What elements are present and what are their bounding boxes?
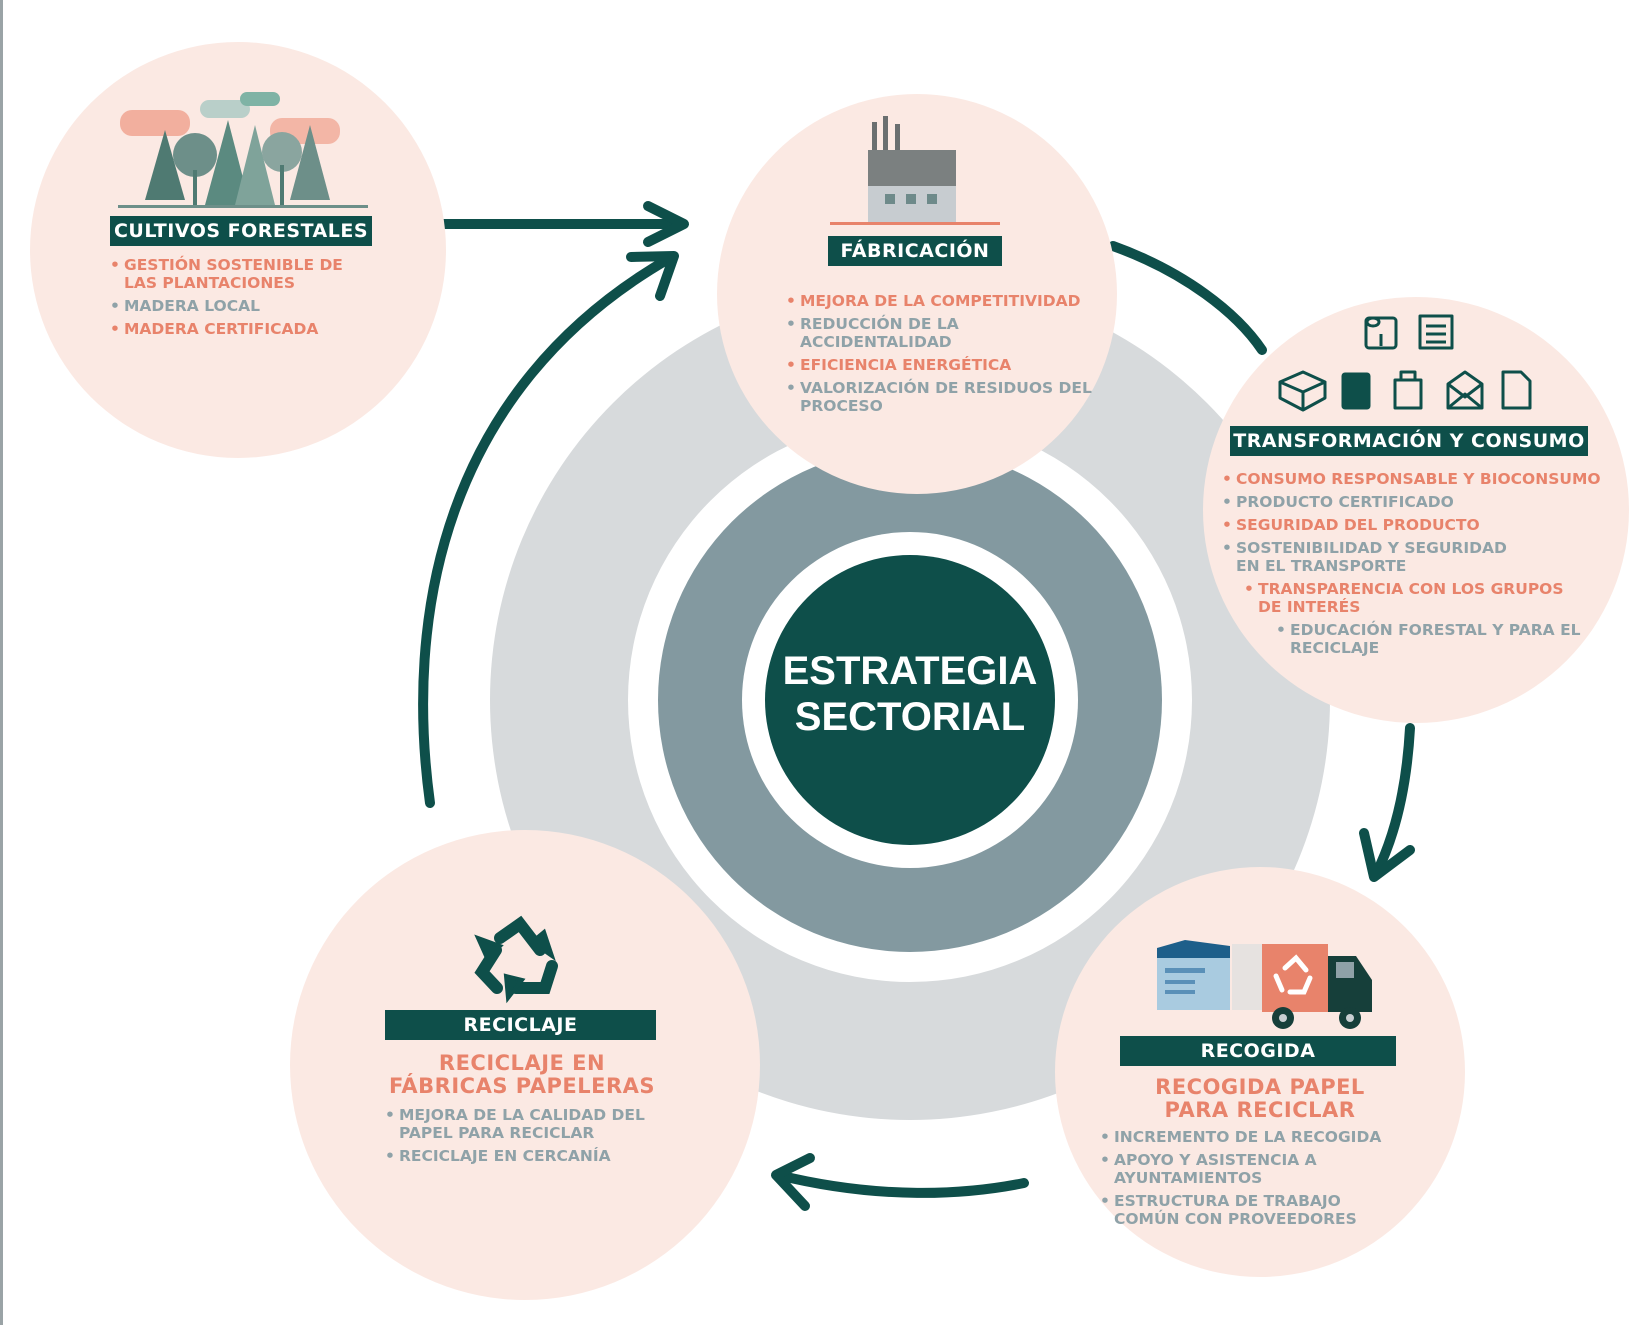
list-item: TRANSPARENCIA CON LOS GRUPOS DE INTERÉS	[1244, 580, 1588, 616]
subtitle-line: RECICLAJE EN	[438, 1051, 606, 1075]
label-recogida: RECOGIDA	[1120, 1036, 1396, 1066]
list-fabricacion: MEJORA DE LA COMPETITIVIDAD REDUCCIÓN DE…	[786, 292, 1096, 420]
label-fabricacion: FÁBRICACIÓN	[828, 236, 1002, 266]
node-reciclaje-circle	[290, 830, 760, 1300]
book-icon	[1341, 372, 1371, 410]
center-title-line: ESTRATEGIA	[782, 649, 1038, 693]
label-reciclaje: RECICLAJE	[385, 1010, 656, 1040]
recycle-icon	[474, 915, 558, 1004]
arrow-recogida-to-reciclaje	[771, 1153, 1029, 1211]
factory-icon	[830, 116, 1000, 225]
list-item: GESTIÓN SOSTENIBLE DE LAS PLANTACIONES	[110, 256, 370, 292]
sheet-icon	[1501, 370, 1532, 410]
arrow-reciclaje-to-fabricacion	[418, 251, 679, 808]
center-title: ESTRATEGIA SECTORIAL	[740, 648, 1080, 740]
list-item: REDUCCIÓN DE LA ACCIDENTALIDAD	[786, 315, 1096, 351]
center-title-line: SECTORIAL	[794, 695, 1026, 739]
list-item: SEGURIDAD DEL PRODUCTO	[1222, 516, 1612, 534]
list-item: RECICLAJE EN CERCANÍA	[385, 1147, 675, 1165]
list-item: PRODUCTO CERTIFICADO	[1222, 493, 1612, 511]
container-icon	[1157, 940, 1230, 1010]
toilet-paper-icon	[1364, 316, 1398, 350]
list-item: EFICIENCIA ENERGÉTICA	[786, 356, 1096, 374]
list-item: MEJORA DE LA COMPETITIVIDAD	[786, 292, 1096, 310]
subtitle-line: PARA RECICLAR	[1164, 1098, 1356, 1122]
label-cultivos: CULTIVOS FORESTALES	[110, 216, 372, 246]
arrow-fabricacion-to-transformacion	[1108, 241, 1267, 355]
box-icon	[1278, 370, 1327, 412]
center-disc	[765, 555, 1055, 845]
arrow-cultivos-to-fabricacion	[433, 201, 689, 247]
list-cultivos: GESTIÓN SOSTENIBLE DE LAS PLANTACIONES M…	[110, 256, 370, 343]
arrow-transformacion-to-recogida	[1359, 723, 1415, 882]
list-item: ESTRUCTURA DE TRABAJO COMÚN CON PROVEEDO…	[1100, 1192, 1384, 1228]
left-border	[0, 0, 3, 1325]
list-item: APOYO Y ASISTENCIA A AYUNTAMIENTOS	[1100, 1151, 1344, 1187]
list-item: MEJORA DE LA CALIDAD DEL PAPEL PARA RECI…	[385, 1106, 675, 1142]
list-reciclaje: MEJORA DE LA CALIDAD DEL PAPEL PARA RECI…	[385, 1106, 675, 1170]
newspaper-icon	[1418, 314, 1454, 350]
truck-icon	[1232, 944, 1372, 1029]
subtitle-line: FÁBRICAS PAPELERAS	[388, 1074, 655, 1098]
list-item: EDUCACIÓN FORESTAL Y PARA EL RECICLAJE	[1276, 621, 1590, 657]
list-transformacion: CONSUMO RESPONSABLE Y BIOCONSUMO PRODUCT…	[1222, 470, 1612, 662]
bag-icon	[1393, 370, 1423, 410]
list-item: SOSTENIBILIDAD Y SEGURIDAD EN EL TRANSPO…	[1222, 539, 1526, 575]
list-recogida: INCREMENTO DE LA RECOGIDA APOYO Y ASISTE…	[1100, 1128, 1420, 1233]
list-item: MADERA CERTIFICADA	[110, 320, 370, 338]
subtitle-recogida: RECOGIDA PAPEL PARA RECICLAR	[1110, 1076, 1410, 1122]
list-item: VALORIZACIÓN DE RESIDUOS DEL PROCESO	[786, 379, 1096, 415]
envelope-icon	[1446, 370, 1484, 410]
list-item: MADERA LOCAL	[110, 297, 370, 315]
subtitle-line: RECOGIDA PAPEL	[1155, 1075, 1365, 1099]
subtitle-reciclaje: RECICLAJE EN FÁBRICAS PAPELERAS	[370, 1052, 674, 1098]
label-transformacion: TRANSFORMACIÓN Y CONSUMO	[1230, 426, 1588, 456]
forest-icon	[118, 92, 368, 208]
node-cultivos-circle	[30, 42, 446, 458]
list-item: CONSUMO RESPONSABLE Y BIOCONSUMO	[1222, 470, 1612, 488]
list-item: INCREMENTO DE LA RECOGIDA	[1100, 1128, 1420, 1146]
